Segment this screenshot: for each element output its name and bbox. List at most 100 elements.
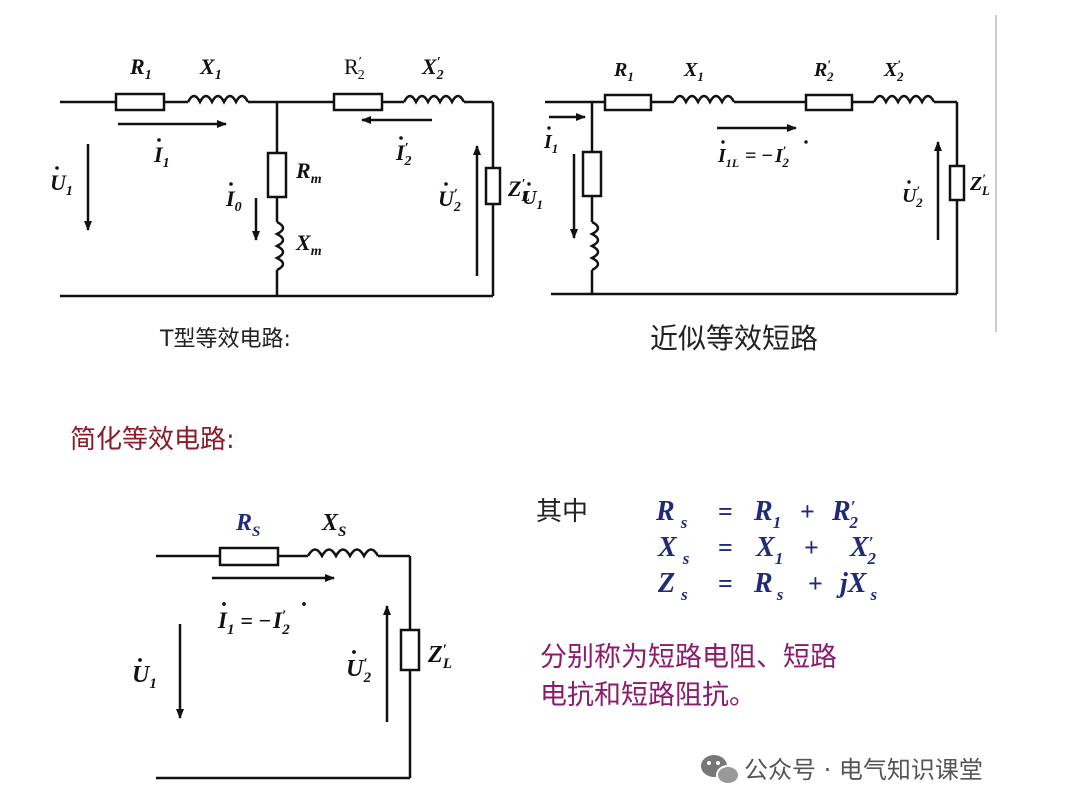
simplified-label-zl: Z bbox=[427, 642, 443, 668]
inductor-xm bbox=[274, 220, 285, 272]
svg-text:Z′L: Z′L bbox=[969, 171, 990, 198]
svg-text:R′2: R′2 bbox=[344, 54, 365, 83]
formula-row1-op: + bbox=[800, 497, 815, 526]
inductor-xs bbox=[306, 548, 380, 559]
formula-intro: 其中 bbox=[536, 497, 588, 527]
label-rm: R bbox=[295, 158, 311, 183]
approx-resistor-r2 bbox=[804, 93, 854, 112]
approx-label-i1: I bbox=[543, 131, 553, 153]
approx-inductor-x1 bbox=[672, 94, 736, 105]
svg-text:U′2: U′2 bbox=[346, 656, 372, 686]
simplified-circuit bbox=[156, 546, 421, 780]
svg-text:X′2: X′2 bbox=[421, 54, 444, 83]
formula-row2-op: + bbox=[804, 533, 819, 562]
formula-row2-lhs: X bbox=[657, 532, 678, 563]
formula-row3-b: jX bbox=[836, 568, 868, 599]
label-xm: X bbox=[295, 230, 312, 255]
approx-label-u2: U bbox=[902, 185, 918, 207]
approx-circuit-caption: 近似等效短路 bbox=[650, 322, 818, 355]
resistor-r2 bbox=[332, 92, 384, 112]
resistor-rs bbox=[218, 546, 280, 567]
svg-text:U1: U1 bbox=[132, 662, 157, 692]
formula-row3-eq: = bbox=[718, 569, 733, 598]
svg-text:U′2: U′2 bbox=[902, 183, 923, 210]
inductor-x2 bbox=[402, 94, 466, 105]
approx-label-zl: Z bbox=[969, 173, 982, 195]
svg-text:R′2: R′2 bbox=[813, 57, 834, 84]
svg-text:X1: X1 bbox=[199, 54, 222, 83]
formula-row2-b: X bbox=[849, 532, 870, 563]
simplified-label-u1: U bbox=[132, 662, 151, 688]
simplified-label-i1: I bbox=[217, 608, 228, 633]
svg-text:I1: I1 bbox=[153, 142, 170, 171]
label-xs: X bbox=[321, 510, 339, 536]
svg-text:R′2: R′2 bbox=[831, 496, 858, 532]
t-type-labels: R1 X1 R′2 X′2 Rm Xm I1 I′2 I0 U1 U′2 Z′L… bbox=[50, 54, 530, 352]
description-line1: 分别称为短路电阻、短路 bbox=[540, 642, 837, 673]
formula-row2-a: X bbox=[755, 532, 776, 563]
description-line2: 电抗和短路阻抗。 bbox=[540, 680, 756, 711]
label-rs: R bbox=[235, 510, 252, 536]
svg-text:U′2: U′2 bbox=[438, 186, 461, 215]
formula-row1-lhs: R bbox=[655, 496, 675, 527]
approx-label-r1: R bbox=[613, 59, 627, 81]
approx-label-r2: R bbox=[813, 59, 827, 81]
svg-text:I′2: I′2 bbox=[395, 140, 412, 169]
svg-text:X1: X1 bbox=[683, 59, 704, 84]
label-i2: I bbox=[395, 140, 406, 165]
label-zl: Z bbox=[507, 176, 521, 201]
approx-load-zl bbox=[948, 164, 966, 202]
svg-text:R1: R1 bbox=[129, 54, 152, 83]
approx-shunt-inductor bbox=[589, 220, 600, 272]
label-i0: I bbox=[225, 186, 236, 211]
svg-text:Rm: Rm bbox=[295, 158, 322, 187]
simplified-load-zl bbox=[399, 628, 421, 672]
wechat-icon bbox=[701, 755, 740, 785]
simplified-label-u2: U bbox=[346, 656, 365, 682]
svg-text:I0: I0 bbox=[225, 186, 242, 215]
resistor-r1 bbox=[114, 92, 166, 112]
formula-row1-a: R bbox=[753, 496, 773, 527]
resistor-rm bbox=[266, 151, 288, 199]
simplified-heading: 简化等效电路: bbox=[70, 425, 235, 455]
svg-text:U1: U1 bbox=[522, 187, 543, 212]
svg-text:Rs: Rs bbox=[655, 496, 688, 532]
approx-label-i1l: I bbox=[717, 145, 727, 167]
simplified-labels: RS XS I1= −I′2 U1 U′2 Z′L bbox=[132, 510, 452, 692]
t-type-circuit bbox=[60, 92, 502, 298]
watermark-text: 公众号 · 电气知识课堂 bbox=[744, 756, 983, 784]
svg-text:I1: I1 bbox=[543, 131, 558, 156]
svg-text:R1: R1 bbox=[613, 59, 634, 84]
label-i1: I bbox=[153, 142, 164, 167]
approximate-circuit bbox=[545, 93, 966, 296]
approx-label-x2: X bbox=[883, 59, 898, 81]
svg-text:Z′L: Z′L bbox=[507, 176, 530, 205]
svg-text:Rs: Rs bbox=[753, 568, 784, 604]
formula-row3-op: + bbox=[808, 569, 823, 598]
svg-text:X′2: X′2 bbox=[849, 532, 876, 568]
svg-text:Z′L: Z′L bbox=[427, 642, 452, 672]
svg-text:I1L= −I′2: I1L= −I′2 bbox=[717, 143, 789, 170]
approximate-labels: R1 X1 R′2 X′2 I1 I1L= −I′2 U1 U′2 Z′L 近似… bbox=[522, 57, 990, 355]
svg-text:XS: XS bbox=[321, 510, 346, 540]
svg-text:Zs: Zs bbox=[657, 568, 688, 604]
formula-row1-eq: = bbox=[718, 497, 733, 526]
svg-text:X1: X1 bbox=[755, 532, 783, 568]
label-u2: U bbox=[438, 186, 455, 211]
formula-row1-b: R bbox=[831, 496, 851, 527]
svg-text:R1: R1 bbox=[753, 496, 781, 532]
load-zl bbox=[484, 166, 502, 206]
label-x2: X bbox=[421, 54, 438, 79]
svg-text:Xm: Xm bbox=[295, 230, 322, 259]
svg-text:I1= −I′2: I1= −I′2 bbox=[217, 608, 290, 638]
approx-inductor-x2 bbox=[872, 94, 936, 105]
approx-label-u1: U bbox=[522, 187, 538, 209]
approx-resistor-r1 bbox=[603, 93, 653, 112]
formula-row3-lhs: Z bbox=[657, 568, 675, 599]
svg-text:U1: U1 bbox=[50, 170, 73, 199]
approx-label-x1: X bbox=[683, 59, 698, 81]
label-r2: R bbox=[344, 54, 359, 79]
svg-text:jXs: jXs bbox=[836, 568, 877, 604]
